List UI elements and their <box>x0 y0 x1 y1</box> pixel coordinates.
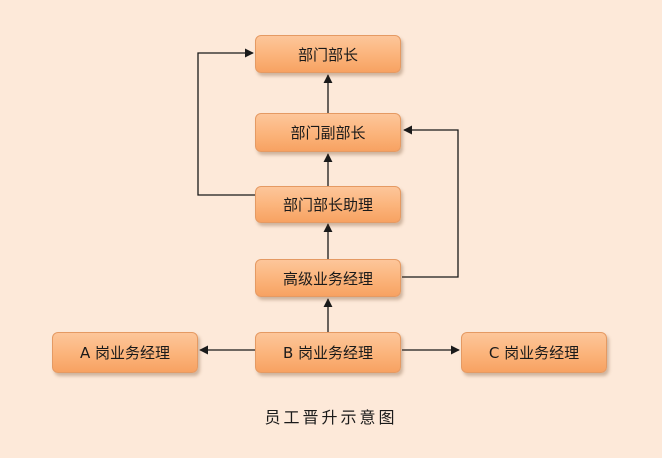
node-deputy-head: 部门副部长 <box>255 113 401 152</box>
arrow-assistant-to-head <box>197 48 255 196</box>
node-manager-a: A 岗业务经理 <box>52 332 198 373</box>
node-dept-head: 部门部长 <box>255 35 401 73</box>
diagram-caption: 员工晋升示意图 <box>264 408 398 427</box>
node-head-assistant: 部门部长助理 <box>255 186 401 223</box>
node-manager-c: C 岗业务经理 <box>461 332 607 373</box>
node-manager-b: B 岗业务经理 <box>255 332 401 373</box>
node-senior-manager: 高级业务经理 <box>255 259 401 297</box>
arrow-senior-to-deputy <box>402 125 459 278</box>
